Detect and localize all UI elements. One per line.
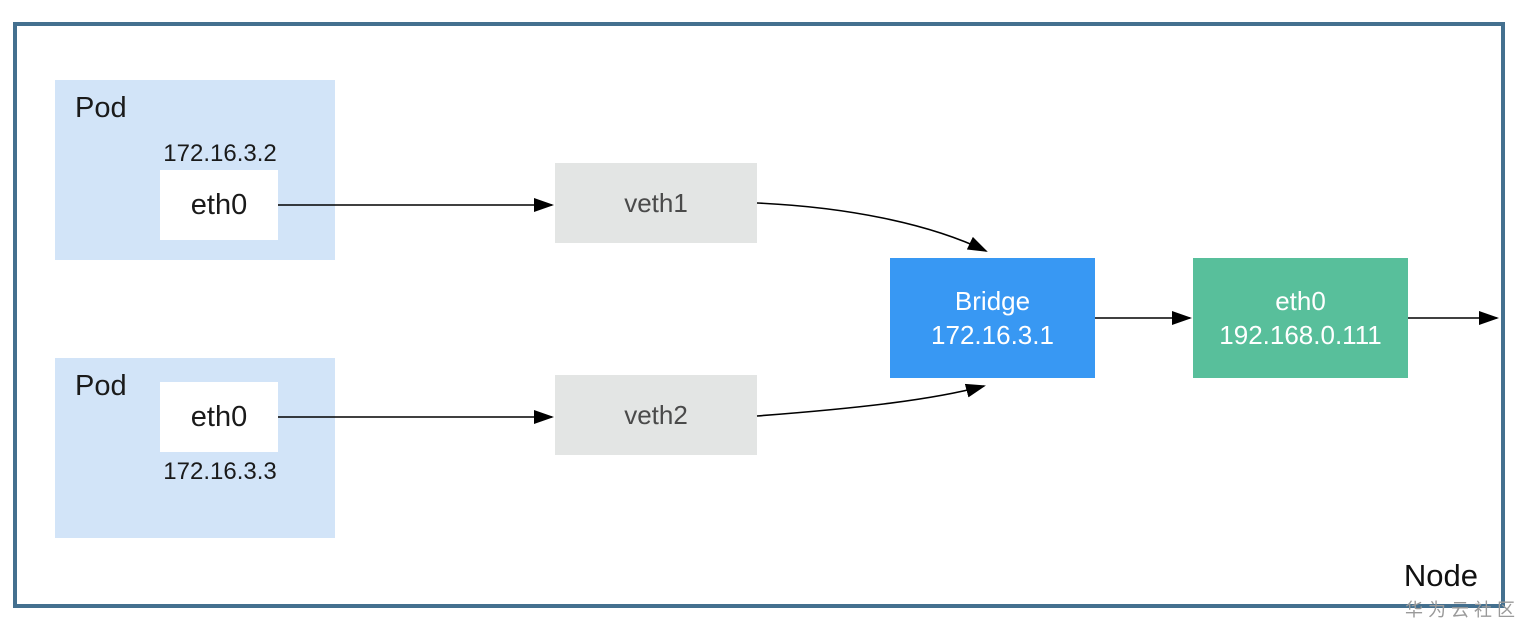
veth2-box: veth2	[555, 375, 757, 455]
pod-2-label: Pod	[75, 370, 127, 402]
veth1-box: veth1	[555, 163, 757, 243]
bridge-label: Bridge	[954, 286, 1031, 316]
pod-2-eth0-interface: eth0	[160, 382, 278, 452]
node-eth0-ip: 192.168.0.111	[1219, 320, 1382, 350]
pod-2: Pod eth0 172.16.3.3	[55, 358, 335, 538]
node-caption: Node	[1403, 558, 1478, 593]
node-boundary	[13, 22, 1505, 608]
pod-1-label: Pod	[75, 92, 127, 124]
watermark-text: 华为云社区	[1405, 600, 1520, 620]
pod-1-ip: 172.16.3.2	[163, 140, 277, 167]
pod-1: Pod 172.16.3.2 eth0	[55, 80, 335, 260]
node-eth0-label: eth0	[1275, 286, 1326, 316]
bridge-ip: 172.16.3.1	[931, 320, 1054, 350]
pod-1-eth0-interface: eth0	[160, 170, 278, 240]
bridge-box: Bridge 172.16.3.1	[890, 258, 1095, 378]
node-eth0-box: eth0 192.168.0.111	[1193, 258, 1408, 378]
pod-2-ip: 172.16.3.3	[163, 458, 277, 485]
